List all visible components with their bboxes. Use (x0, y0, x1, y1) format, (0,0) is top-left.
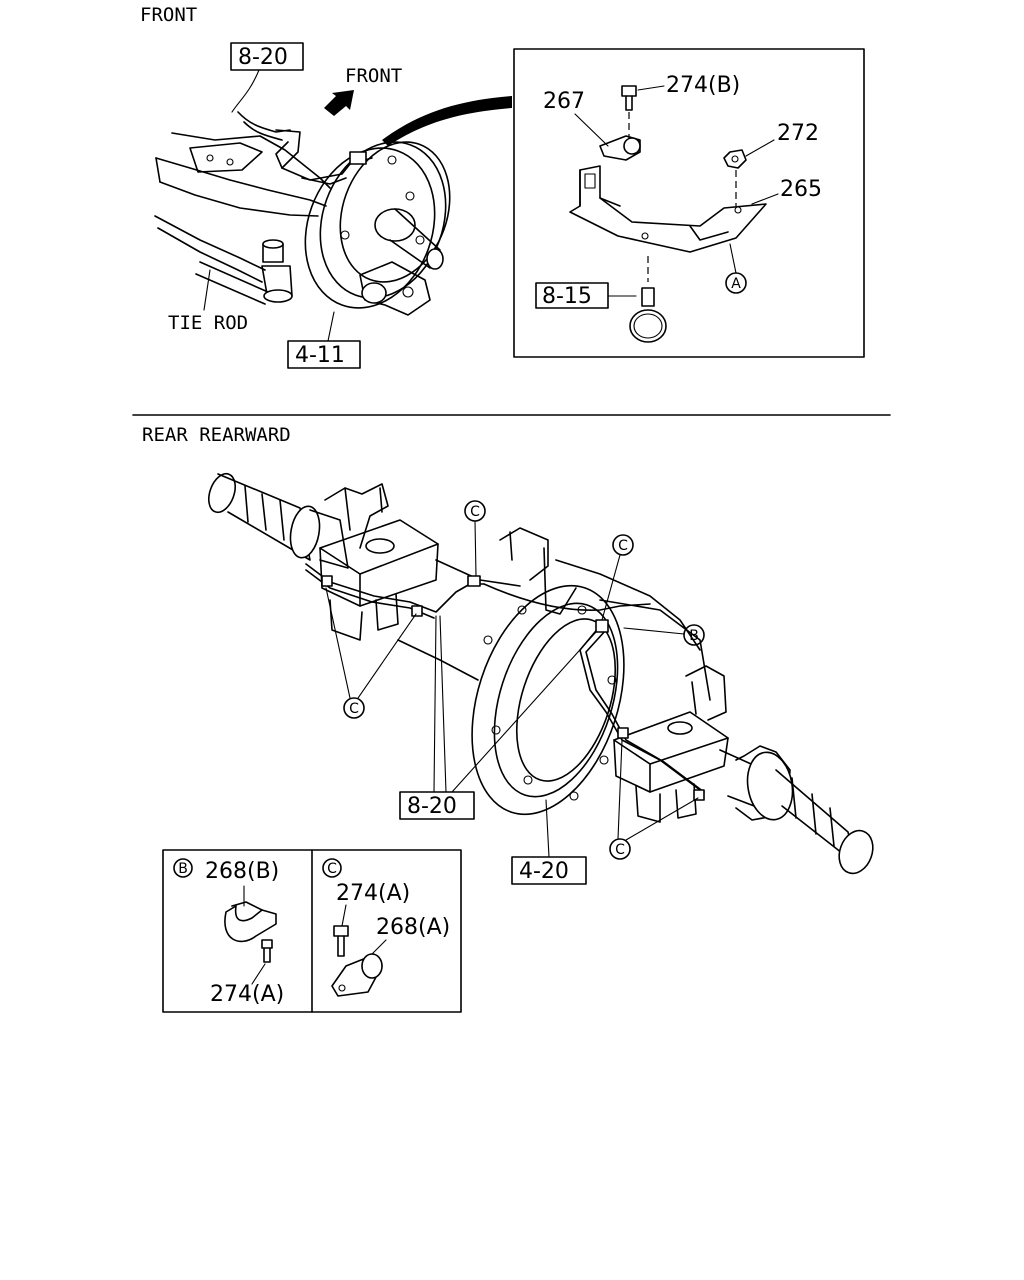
inset-b-clip-label[interactable]: 268(B) (205, 859, 279, 884)
front-detail-box (513, 48, 865, 358)
inset-b-clip-icon (224, 901, 277, 963)
bracket-part (569, 165, 767, 253)
svg-text:C: C (615, 842, 625, 858)
rear-marker-c-top-left: C (464, 500, 486, 577)
inset-c-bolt-icon (333, 925, 349, 957)
rear-axle-ref-leader (545, 799, 550, 858)
detail-nut-leader (745, 139, 775, 157)
marker-a-label: A (731, 276, 741, 292)
front-axle-beam (154, 132, 331, 283)
rear-pipe-ref[interactable]: 8-20 (407, 794, 457, 819)
inset-c-marker-icon (322, 858, 342, 878)
inset-c-bolt-label[interactable]: 274(A) (336, 881, 410, 906)
inset-b-marker-icon (173, 858, 193, 878)
rear-axle-right-tube (719, 745, 874, 875)
front-pipe-ref-leader (231, 69, 260, 113)
front-section-title: FRONT (140, 4, 197, 26)
hose-clip-ref[interactable]: 8-15 (542, 284, 592, 309)
front-pipe-bracket (237, 111, 373, 185)
detail-pointer (382, 96, 512, 146)
front-brake-assembly (304, 141, 451, 316)
rear-axle-left-tube (208, 472, 349, 569)
nut-icon (723, 149, 747, 169)
front-knuckle-ref[interactable]: 4-11 (295, 343, 345, 368)
rear-pipe-ref-leader (433, 615, 597, 793)
detail-nut-label[interactable]: 272 (777, 121, 819, 146)
front-direction-label: FRONT (345, 65, 402, 87)
front-knuckle-ref-leader (327, 311, 335, 342)
detail-bolt-label[interactable]: 274(B) (666, 73, 740, 98)
inset-b-marker: B (178, 861, 188, 877)
detail-clip-leader (574, 113, 609, 147)
inset-c-clip-label[interactable]: 268(A) (376, 915, 450, 940)
detail-bracket-label[interactable]: 265 (780, 177, 822, 202)
rear-axle-ref[interactable]: 4-20 (519, 859, 569, 884)
rear-marker-c-right: C (609, 739, 699, 860)
rear-section-title: REAR REARWARD (142, 424, 291, 446)
inset-b-bolt-label[interactable]: 274(A) (210, 982, 284, 1007)
detail-clip-label[interactable]: 267 (543, 89, 585, 114)
svg-text:C: C (349, 701, 359, 717)
front-pipe-ref[interactable]: 8-20 (238, 45, 288, 70)
rear-spring-seat-right (613, 665, 729, 823)
tie-rod (195, 239, 293, 305)
svg-text:B: B (689, 628, 699, 644)
inset-c-marker: C (327, 861, 337, 877)
bolt-icon (621, 85, 637, 111)
svg-text:C: C (470, 504, 480, 520)
hose-clip-icon (629, 287, 667, 343)
rear-marker-b: B (623, 624, 705, 646)
rear-pipe-ref-box (399, 791, 475, 820)
detail-bolt-leader (637, 85, 665, 91)
pipe-clip-icon (599, 135, 641, 161)
rear-axle-housing (397, 527, 711, 816)
rear-brake-pipe (305, 563, 705, 801)
tie-rod-label: TIE ROD (168, 312, 248, 334)
rear-marker-c-top-right: C (601, 534, 634, 621)
tie-rod-leader (203, 269, 211, 311)
inset-c-clip-icon (331, 953, 383, 997)
rear-marker-c-left: C (325, 587, 417, 719)
detail-bracket-leader (751, 193, 779, 205)
front-pipe-ref-box (230, 42, 304, 71)
front-knuckle-ref-box (287, 340, 361, 369)
front-arrow-icon (324, 90, 354, 116)
svg-text:C: C (618, 538, 628, 554)
